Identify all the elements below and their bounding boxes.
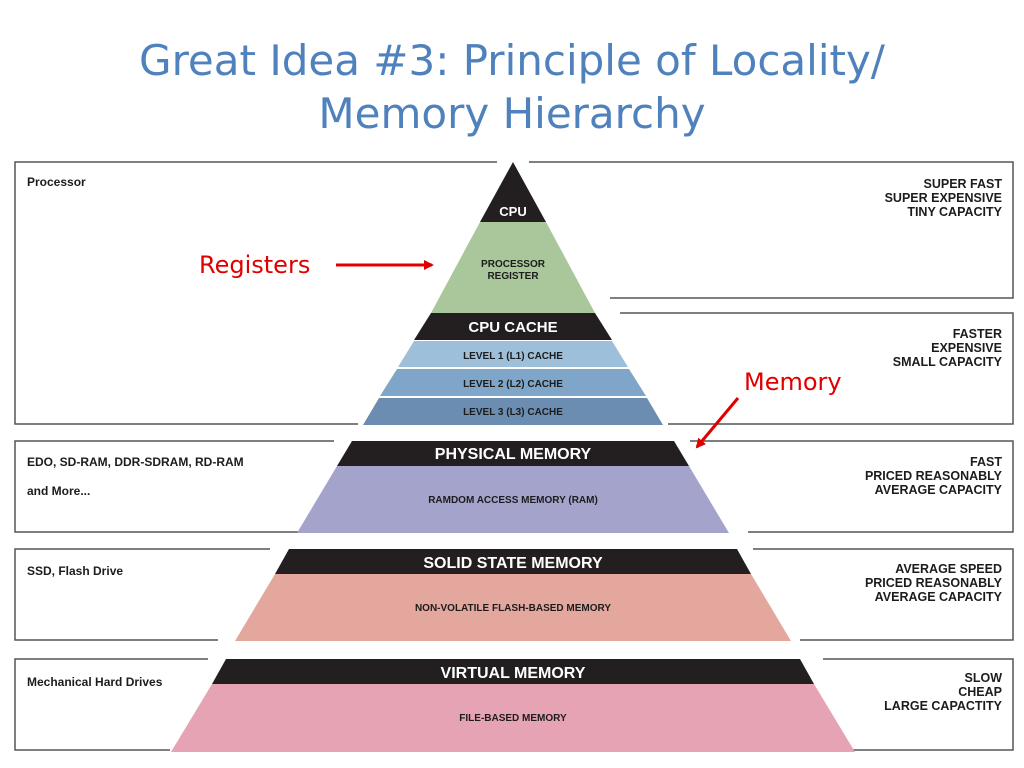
virtual-memory-header-band — [212, 659, 814, 684]
processor-register-label-2: REGISTER — [487, 271, 539, 282]
slide-title-line-1: Great Idea #3: Principle of Locality/ — [139, 36, 885, 85]
frame-tier4-right — [753, 548, 1014, 641]
left-label-hdd: Mechanical Hard Drives — [27, 675, 163, 689]
left-label-ram-more: and More... — [27, 484, 91, 498]
right-label-tier2: FASTER EXPENSIVE SMALL CAPACITY — [893, 327, 1002, 369]
tier2-price: EXPENSIVE — [931, 341, 1002, 355]
tier4-price: PRICED REASONABLY — [864, 576, 1002, 590]
frame-tier1-left — [14, 161, 497, 425]
frame-tier1-right-top — [529, 161, 1014, 299]
cache-l1-label: LEVEL 1 (L1) CACHE — [463, 351, 563, 362]
ram-label: RAMDOM ACCESS MEMORY (RAM) — [428, 495, 598, 506]
tier3-capacity: AVERAGE CAPACITY — [874, 483, 1002, 497]
frame-tier2-right — [620, 312, 1014, 425]
tier5-price: CHEAP — [958, 685, 1002, 699]
physical-memory-header-label: PHYSICAL MEMORY — [435, 446, 592, 463]
cpu-header-label: CPU — [499, 204, 526, 219]
tier1-speed: SUPER FAST — [923, 177, 1003, 191]
flash-memory-label: NON-VOLATILE FLASH-BASED MEMORY — [415, 603, 611, 614]
tier3-speed: FAST — [970, 455, 1002, 469]
cpu-header-band — [480, 162, 546, 222]
solid-state-header-band — [275, 549, 751, 574]
processor-register-band — [431, 222, 595, 313]
registers-annotation: Registers — [199, 251, 311, 279]
frame-tier5-left — [14, 658, 208, 751]
tier3-price: PRICED REASONABLY — [864, 469, 1002, 483]
file-based-memory-band — [171, 684, 855, 752]
virtual-memory-header-label: VIRTUAL MEMORY — [441, 665, 586, 682]
frame-tier5-right — [823, 658, 1014, 751]
right-label-tier1: SUPER FAST SUPER EXPENSIVE TINY CAPACITY — [885, 177, 1002, 219]
tier2-capacity: SMALL CAPACITY — [892, 355, 1002, 369]
cpu-cache-header-band — [414, 313, 612, 340]
tier-frames — [14, 161, 1014, 751]
flash-memory-band — [235, 574, 791, 641]
tier4-capacity: AVERAGE CAPACITY — [874, 590, 1002, 604]
ram-band — [297, 466, 729, 533]
tier5-capacity: LARGE CAPACTITY — [884, 699, 1002, 713]
cpu-cache-header-label: CPU CACHE — [468, 319, 557, 336]
physical-memory-header-band — [337, 441, 689, 466]
cache-l3-band — [363, 398, 663, 425]
frame-tier3-left — [14, 440, 334, 533]
left-label-ssd: SSD, Flash Drive — [27, 564, 124, 578]
tier5-speed: SLOW — [964, 671, 1003, 685]
cache-l3-label: LEVEL 3 (L3) CACHE — [463, 407, 563, 418]
memory-arrow-icon — [695, 397, 740, 449]
cache-l2-band — [380, 369, 646, 396]
right-label-tier5: SLOW CHEAP LARGE CAPACTITY — [884, 671, 1002, 713]
memory-annotation: Memory — [744, 368, 842, 396]
right-label-tier3: FAST PRICED REASONABLY AVERAGE CAPACITY — [865, 455, 1002, 497]
file-based-memory-label: FILE-BASED MEMORY — [459, 713, 567, 724]
slide-title: Great Idea #3: Principle of Locality/ Me… — [0, 34, 1024, 140]
slide-title-line-2: Memory Hierarchy — [318, 89, 706, 138]
left-label-processor: Processor — [27, 175, 86, 189]
processor-register-label-1: PROCESSOR — [481, 259, 546, 270]
frame-tier4-left — [14, 548, 270, 641]
frame-tier3-right — [690, 440, 1014, 533]
cache-l2-label: LEVEL 2 (L2) CACHE — [463, 379, 563, 390]
left-label-ram-types: EDO, SD-RAM, DDR-SDRAM, RD-RAM — [27, 455, 244, 469]
tier1-price: SUPER EXPENSIVE — [884, 191, 1002, 205]
tier2-speed: FASTER — [952, 327, 1002, 341]
tier4-speed: AVERAGE SPEED — [895, 562, 1002, 576]
right-label-tier4: AVERAGE SPEED PRICED REASONABLY AVERAGE … — [865, 562, 1002, 604]
cache-l1-band — [398, 341, 628, 367]
solid-state-header-label: SOLID STATE MEMORY — [423, 555, 603, 572]
tier1-capacity: TINY CAPACITY — [907, 205, 1002, 219]
